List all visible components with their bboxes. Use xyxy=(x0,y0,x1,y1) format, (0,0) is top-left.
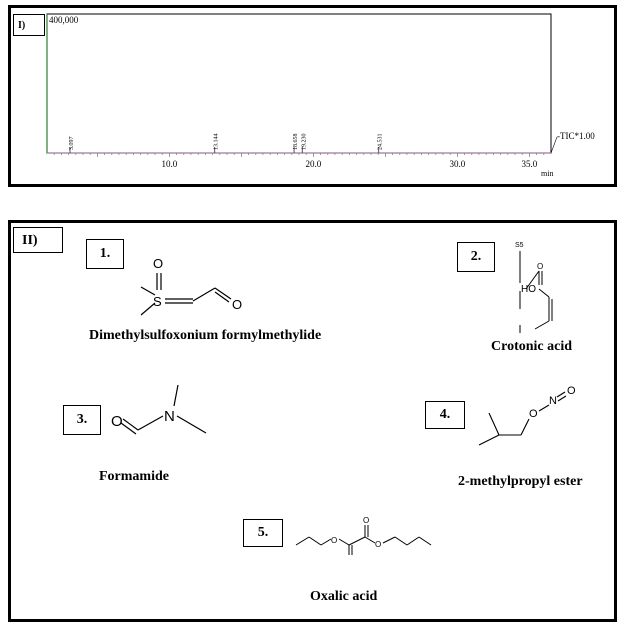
compound-1-name: Dimethylsulfoxonium formylmethylide xyxy=(89,328,322,343)
compound-4-structure: O N O xyxy=(478,385,576,446)
peak-label: 13.144 xyxy=(214,134,220,151)
compound-5-name: Oxalic acid xyxy=(310,589,378,604)
x-tick-label: 10.0 xyxy=(162,159,178,169)
panel-label: II) xyxy=(13,227,63,253)
atom-o: O xyxy=(375,540,381,549)
peak-label: 18.658 xyxy=(293,134,299,151)
atom-o: O xyxy=(331,536,337,545)
series-label: -TIC*1.00 xyxy=(557,131,595,141)
compound-1-structure: O S O xyxy=(140,256,242,316)
compound-4-name: 2-methylpropyl ester xyxy=(458,474,583,489)
x-tick-label: 35.0 xyxy=(522,159,538,169)
plot-frame xyxy=(46,13,552,154)
atom-n: N xyxy=(164,408,175,425)
y-max-label: 400,000 xyxy=(49,15,79,25)
atom-n: N xyxy=(549,395,557,407)
atom-o: O xyxy=(153,256,163,271)
atom-o: O xyxy=(363,516,369,525)
peak-label: 19.230 xyxy=(301,134,307,151)
atom-label: S5 xyxy=(515,242,524,249)
atom-ho: HO xyxy=(521,284,536,295)
compound-3-number: 3. xyxy=(63,405,101,435)
peak-label: 3.097 xyxy=(69,137,75,151)
compound-5-structure: O O O xyxy=(295,516,432,555)
compound-2-number: 2. xyxy=(457,242,495,272)
compound-3-structure: O N xyxy=(111,384,207,435)
compound-5-number: 5. xyxy=(243,519,283,547)
atom-o: O xyxy=(537,262,543,271)
x-tick-label: 30.0 xyxy=(450,159,466,169)
series-label-leader xyxy=(550,136,558,154)
compound-2-structure: S5 HO O xyxy=(515,242,553,333)
x-tick-label: 20.0 xyxy=(306,159,322,169)
atom-s: S xyxy=(153,294,162,309)
compound-3-name: Formamide xyxy=(99,469,169,484)
compound-1-number: 1. xyxy=(86,239,124,269)
x-axis-label: min xyxy=(541,169,553,178)
atom-o: O xyxy=(111,413,123,430)
atom-o: O xyxy=(232,297,242,312)
panel-label: I) xyxy=(13,14,45,36)
compound-2-name: Crotonic acid xyxy=(491,339,573,354)
peak-label: 24.531 xyxy=(378,134,384,151)
atom-o: O xyxy=(529,408,538,420)
atom-o: O xyxy=(567,385,576,397)
compound-4-number: 4. xyxy=(425,401,465,429)
structures-panel: II) 1. O S O Dimethylsulfoxonium formylm… xyxy=(8,220,617,622)
